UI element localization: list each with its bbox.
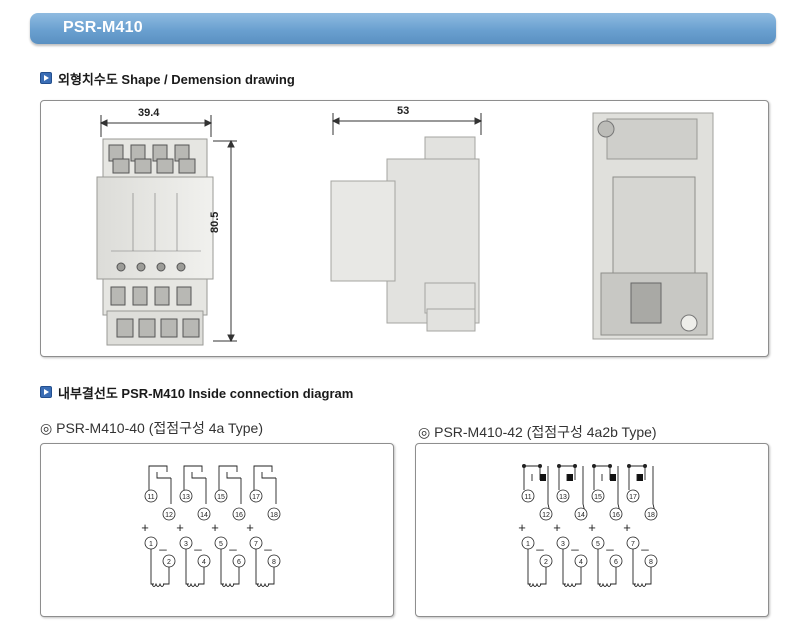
relay-unit: 17 18 + _ 7 8 [623,464,658,587]
minus-sign: _ [605,536,614,551]
contact-top-label: 11 [147,494,154,501]
relay-unit: 13 14 + _ 3 4 [176,465,211,587]
plus-sign: + [553,520,561,535]
play-bullet-icon [40,386,52,398]
contact-bottom-terminal [644,507,658,521]
contact-bottom-label: 16 [612,512,620,519]
contact-top-terminal [521,489,535,503]
page-title: PSR-M410 [63,19,143,36]
play-bullet-icon [40,72,52,84]
contact-top-label: 15 [594,494,602,501]
minus-sign: _ [535,536,544,551]
contact-top-label: 13 [559,494,567,501]
contact-bottom-terminal [539,507,553,521]
minus-sign: _ [640,536,649,551]
dimension-drawing [96,112,714,346]
contact-bottom-terminal [609,507,623,521]
coil-bottom-label: 2 [167,559,171,566]
plus-sign: + [518,520,526,535]
contact-top-terminal [591,489,605,503]
contact-top-label: 17 [629,494,637,501]
side-depth-dimension [331,113,483,135]
plus-sign: + [623,520,631,535]
contact-bottom-terminal [267,507,281,521]
contact-bottom-label: 12 [165,512,173,519]
contact-top-terminal [556,489,570,503]
minus-sign: _ [570,536,579,551]
relay-unit: 17 18 + _ 7 8 [246,465,281,587]
front-width-dimension [99,115,213,137]
contact-bottom-terminal [232,507,246,521]
contact-bottom-terminal [197,507,211,521]
relay-unit: 15 16 + _ 5 6 [588,464,623,587]
contact-bottom-label: 14 [200,512,208,519]
contact-top-terminal [144,489,158,503]
plus-sign: + [246,520,254,535]
coil-top-label: 5 [219,541,223,548]
contact-bottom-terminal [574,507,588,521]
plus-sign: + [211,520,219,535]
contact-top-terminal [249,489,263,503]
connection-section-heading: 내부결선도 PSR-M410 Inside connection diagram [40,384,354,401]
relay-unit: 15 16 + _ 5 6 [211,465,246,587]
coil-bottom-label: 4 [202,559,206,566]
dimension-heading-text: 외형치수도 Shape / Demension drawing [58,71,295,87]
coil-top-label: 3 [184,541,188,548]
minus-sign: _ [228,536,237,551]
coil-bottom-label: 4 [579,559,583,566]
coil-top-label: 1 [149,541,153,548]
contact-top-terminal [179,489,193,503]
contact-bottom-label: 18 [647,512,655,519]
width-label: 39.4 [138,107,160,119]
dimension-section-heading: 외형치수도 Shape / Demension drawing [40,70,295,87]
contact-top-label: 13 [182,494,190,501]
coil-bottom-label: 8 [272,559,276,566]
minus-sign: _ [158,536,167,551]
contact-top-terminal [214,489,228,503]
side-view-body [330,136,480,332]
depth-label: 53 [397,105,410,117]
dimension-panel: 39.4 80.5 53 [40,100,769,357]
contact-top-label: 17 [252,494,260,501]
plus-sign: + [141,520,149,535]
relay-unit: 13 14 + _ 3 4 [553,464,588,587]
coil-bottom-label: 2 [544,559,548,566]
rear-view-body [592,112,714,340]
coil-top-label: 3 [561,541,565,548]
right-diagram-title: ◎ PSR-M410-42 (접점구성 4a2b Type) [418,424,657,440]
contact-top-label: 11 [524,494,531,501]
coil-top-label: 5 [596,541,600,548]
coil-bottom-label: 8 [649,559,653,566]
coil-top-label: 7 [254,541,258,548]
front-view-body [96,138,214,346]
contact-top-terminal [626,489,640,503]
title-bar: PSR-M410 [30,13,776,44]
contact-bottom-label: 14 [577,512,585,519]
coil-top-label: 1 [526,541,530,548]
plus-sign: + [588,520,596,535]
front-height-dimension [213,139,237,343]
coil-bottom-label: 6 [237,559,241,566]
minus-sign: _ [263,536,272,551]
contact-bottom-label: 18 [270,512,278,519]
contact-bottom-label: 16 [235,512,243,519]
minus-sign: _ [193,536,202,551]
contact-top-label: 15 [217,494,225,501]
contact-bottom-label: 12 [542,512,550,519]
coil-top-label: 7 [631,541,635,548]
plus-sign: + [176,520,184,535]
connection-heading-text: 내부결선도 PSR-M410 Inside connection diagram [58,385,354,401]
coil-bottom-label: 6 [614,559,618,566]
contact-bottom-terminal [162,507,176,521]
left-diagram-title: ◎ PSR-M410-40 (접점구성 4a Type) [40,420,263,436]
height-label: 80.5 [209,211,221,233]
